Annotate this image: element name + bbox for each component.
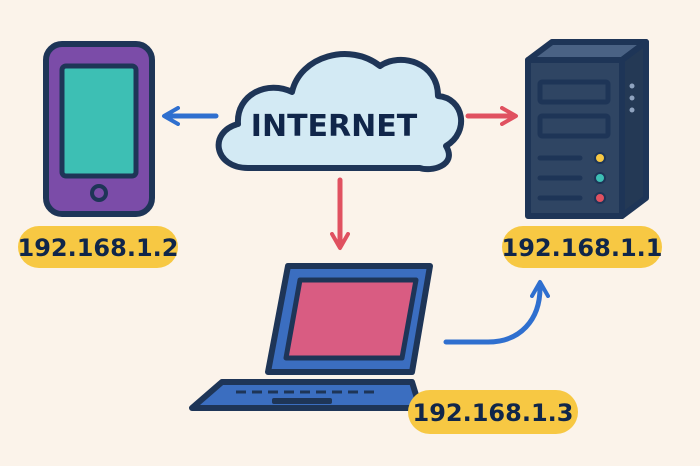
laptop-icon [189,263,433,411]
laptop-ip-badge: 192.168.1.3 [408,390,578,434]
status-led-teal [594,172,606,184]
laptop-ip-label: 192.168.1.3 [413,399,574,427]
phone-ip-badge: 192.168.1.2 [18,226,179,268]
status-led-yellow [594,152,606,164]
status-led-red [594,192,606,204]
server-ip-badge: 192.168.1.1 [502,226,663,268]
phone-ip-label: 192.168.1.2 [18,234,179,262]
cloud-label: INTERNET [251,109,418,144]
internet-cloud-icon: INTERNET [215,51,465,173]
smartphone-icon [43,41,155,217]
drive-bay-1 [537,79,611,105]
arrow-laptop-to-server [443,280,550,345]
drive-bay-2 [537,113,611,139]
server-ip-label: 192.168.1.1 [502,234,663,262]
server-tower-icon [525,39,649,219]
